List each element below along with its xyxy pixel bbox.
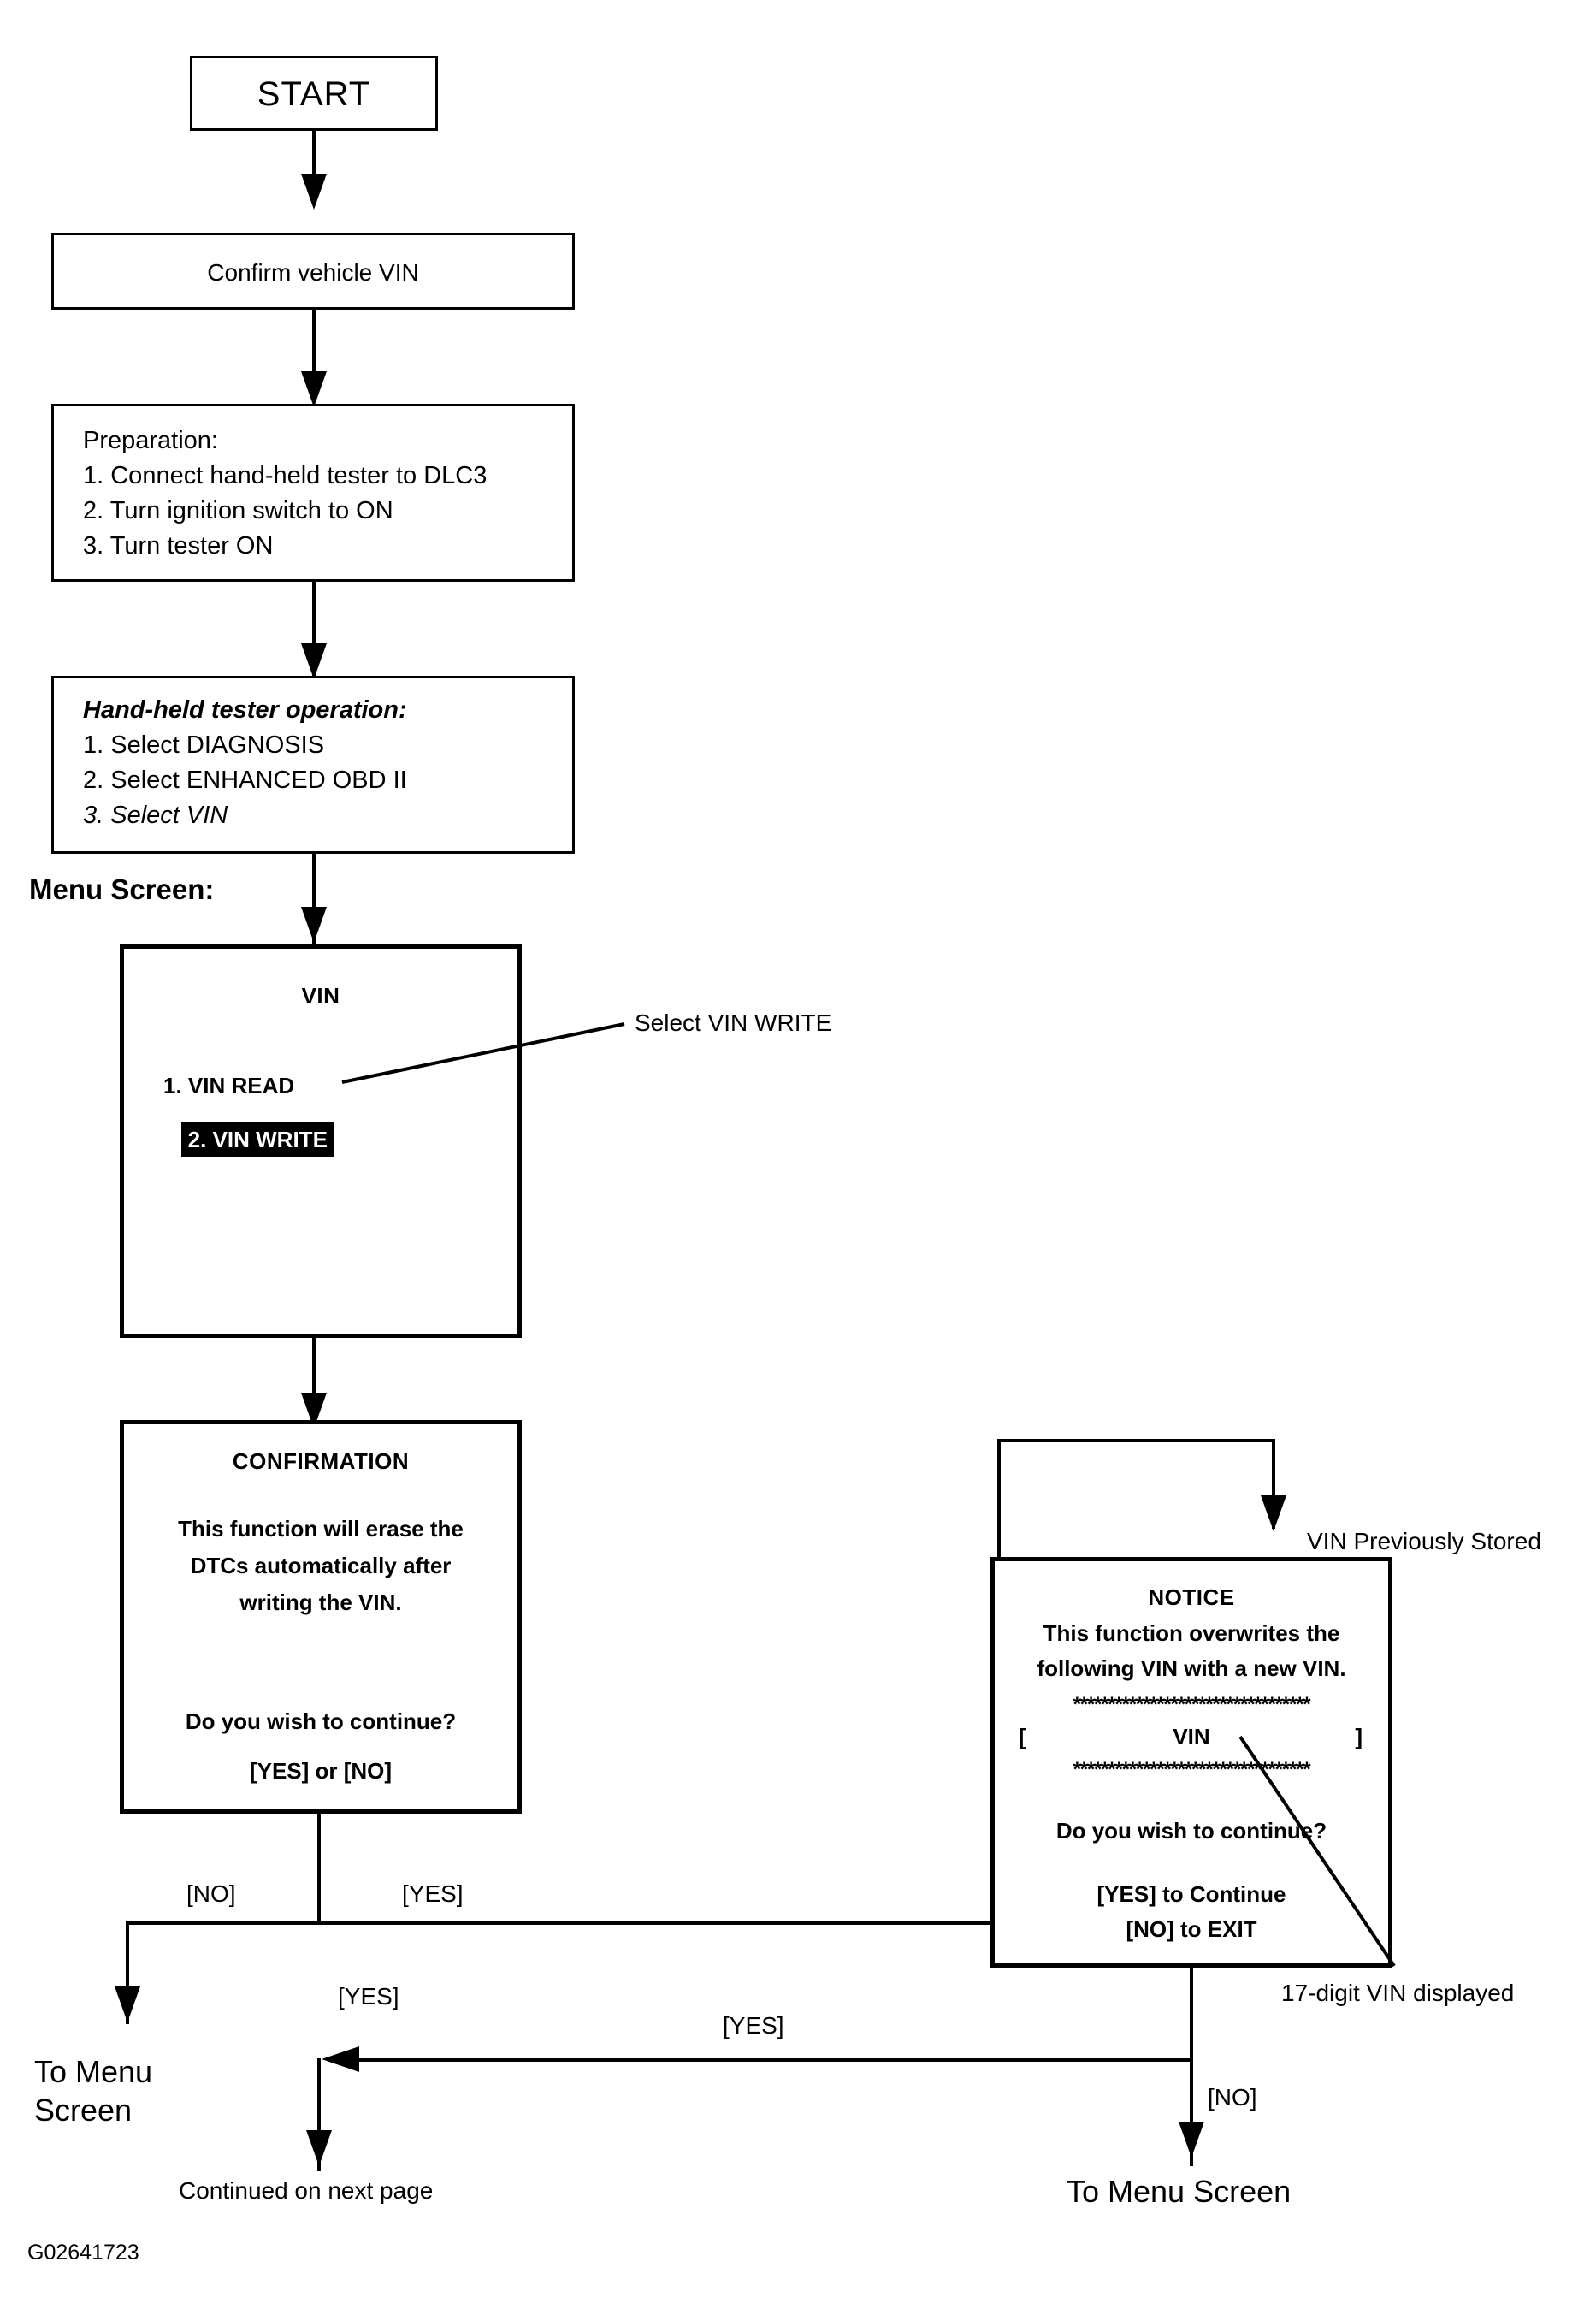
- leader-line-17-digit-vin: [1238, 1735, 1396, 1968]
- menu-screen-label: Menu Screen:: [29, 873, 215, 905]
- edge-label-confirmation-yes-right: [YES]: [402, 1880, 464, 1907]
- screen-confirmation-body-line-1: This function will erase the: [178, 1516, 464, 1542]
- node-confirm-vehicle-vin: Confirm vehicle VIN: [51, 233, 575, 310]
- node-tester-operation-step-3: 3. Select VIN: [83, 802, 228, 829]
- node-tester-operation-heading: Hand-held tester operation:: [83, 696, 407, 724]
- screen-confirmation: CONFIRMATION This function will erase th…: [120, 1420, 522, 1814]
- screen-notice-vin-bracket-close: ]: [1355, 1724, 1363, 1749]
- node-preparation-step-3: 3. Turn tester ON: [83, 532, 274, 559]
- edge-to-notice-horizontal: [997, 1439, 1275, 1442]
- screen-vin-menu-title: VIN: [301, 983, 340, 1009]
- screen-vin-menu: VIN 1. VIN READ 2. VIN WRITE: [120, 944, 522, 1338]
- screen-notice-separator-top: **********************************: [1073, 1693, 1311, 1716]
- edge-vin-menu-to-confirmation: [312, 1338, 316, 1434]
- terminal-to-menu-screen-right: To Menu Screen: [1067, 2174, 1292, 2209]
- node-preparation: Preparation: 1. Connect hand-held tester…: [51, 404, 575, 582]
- screen-notice-body-line-2: following VIN with a new VIN.: [1037, 1655, 1346, 1681]
- edge-label-confirmation-yes-down: [YES]: [338, 1983, 399, 2010]
- edge-label-notice-no: [NO]: [1208, 2084, 1257, 2111]
- node-start-label: START: [257, 75, 371, 113]
- node-preparation-step-2: 2. Turn ignition switch to ON: [83, 497, 393, 524]
- terminal-to-menu-screen-left-line-2: Screen: [34, 2093, 133, 2128]
- edge-main-spine-to-next-page: [317, 2058, 321, 2171]
- screen-notice-title: NOTICE: [1148, 1584, 1235, 1610]
- annotation-select-vin-write: Select VIN WRITE: [635, 1009, 832, 1036]
- edge-preparation-to-tester-op: [312, 582, 316, 676]
- node-tester-operation-step-1: 1. Select DIAGNOSIS: [83, 731, 325, 759]
- screen-notice-option-yes: [YES] to Continue: [1097, 1881, 1286, 1907]
- annotation-17-digit-vin-displayed: 17-digit VIN displayed: [1281, 1980, 1515, 2006]
- edge-confirm-to-preparation: [312, 310, 316, 402]
- node-tester-operation: Hand-held tester operation: 1. Select DI…: [51, 676, 575, 854]
- edge-confirmation-no-vertical: [126, 1921, 129, 2024]
- arrowhead-continued-next-page: [306, 2130, 332, 2166]
- edge-notice-bottom-stub: [1190, 1968, 1193, 2166]
- annotation-vin-previously-stored: VIN Previously Stored: [1307, 1528, 1541, 1554]
- edge-start-to-confirm: [312, 131, 316, 192]
- arrowhead-notice-yes: [322, 2046, 359, 2072]
- screen-confirmation-body-line-2: DTCs automatically after: [190, 1553, 452, 1578]
- screen-vin-menu-item-vin-read[interactable]: 1. VIN READ: [163, 1073, 295, 1098]
- node-tester-operation-step-2: 2. Select ENHANCED OBD II: [83, 767, 407, 794]
- node-confirm-vehicle-vin-label: Confirm vehicle VIN: [207, 259, 419, 286]
- arrowhead-preparation-to-tester-op: [301, 643, 327, 679]
- edge-confirmation-branch-horizontal: [126, 1921, 1001, 1925]
- edge-label-notice-yes: [YES]: [723, 2012, 784, 2039]
- terminal-to-menu-screen-left-line-1: To Menu: [34, 2054, 153, 2089]
- arrowhead-confirmation-no: [115, 1986, 140, 2022]
- screen-notice: NOTICE This function overwrites the foll…: [990, 1557, 1392, 1968]
- arrowhead-notice-no: [1179, 2122, 1204, 2158]
- screen-notice-option-no: [NO] to EXIT: [1126, 1916, 1257, 1942]
- edge-notice-yes-horizontal: [359, 2058, 1191, 2062]
- screen-confirmation-title: CONFIRMATION: [232, 1448, 410, 1474]
- edge-label-confirmation-no: [NO]: [186, 1880, 236, 1907]
- screen-notice-body-line-1: This function overwrites the: [1043, 1620, 1340, 1646]
- node-start: START: [190, 56, 438, 131]
- arrowhead-to-notice: [1261, 1495, 1286, 1531]
- node-preparation-heading: Preparation:: [83, 427, 218, 454]
- screen-notice-separator-bottom: **********************************: [1073, 1758, 1311, 1781]
- arrowhead-tester-op-to-vin-menu: [301, 907, 327, 943]
- screen-notice-vin-value: VIN: [1173, 1724, 1210, 1749]
- leader-line-select-vin-write: [341, 1022, 625, 1084]
- screen-confirmation-prompt: Do you wish to continue?: [185, 1708, 457, 1734]
- edge-confirmation-bottom-stub: [317, 1814, 321, 1923]
- figure-code: G02641723: [27, 2241, 139, 2265]
- node-preparation-step-1: 1. Connect hand-held tester to DLC3: [83, 462, 488, 489]
- arrowhead-confirm-to-preparation: [301, 371, 327, 407]
- screen-vin-menu-item-vin-write-label: 2. VIN WRITE: [180, 1122, 334, 1158]
- screen-vin-menu-item-vin-write[interactable]: 2. VIN WRITE: [158, 1104, 334, 1176]
- screen-confirmation-options: [YES] or [NO]: [249, 1758, 393, 1784]
- edge-tester-op-to-vin-menu: [312, 854, 316, 948]
- arrowhead-start-to-confirm: [301, 174, 327, 210]
- terminal-continued-on-next-page: Continued on next page: [179, 2177, 434, 2204]
- edge-to-notice-vertical: [1272, 1439, 1275, 1529]
- screen-confirmation-body-line-3: writing the VIN.: [239, 1590, 402, 1615]
- screen-notice-vin-bracket-open: [: [1019, 1724, 1026, 1749]
